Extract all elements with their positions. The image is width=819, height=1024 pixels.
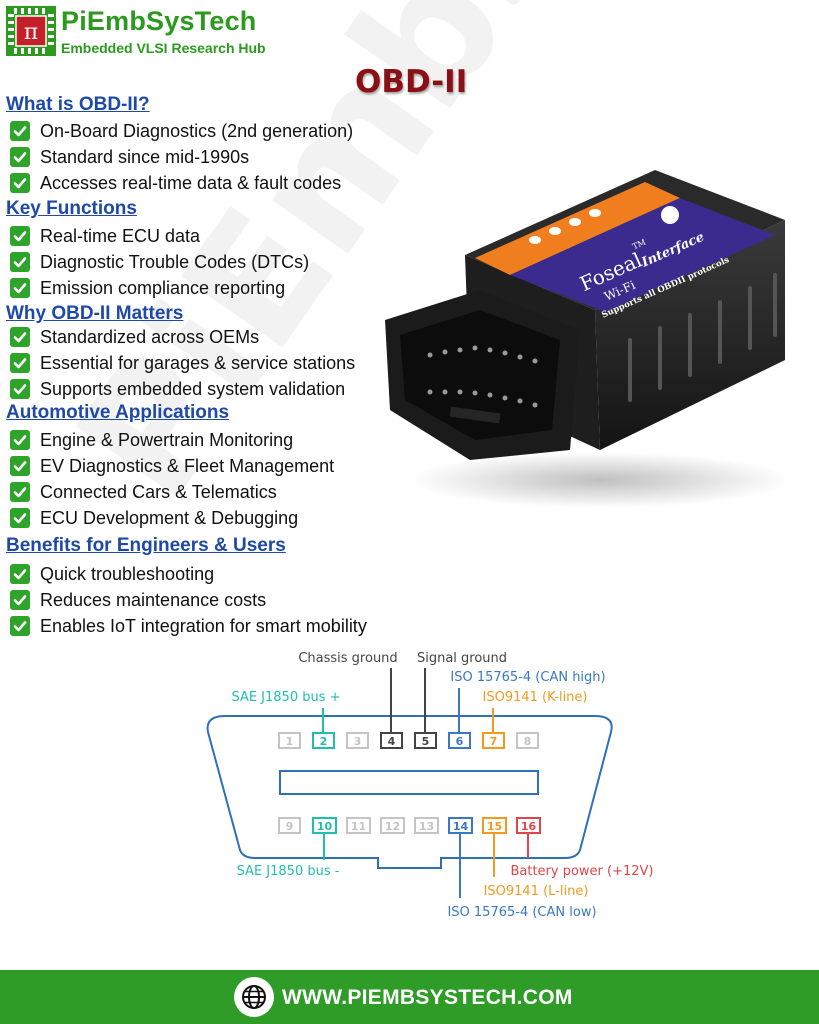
pin-13 [414,817,439,834]
chip-logo-icon: π [6,6,56,56]
check-icon [10,508,30,528]
pin-5-label: 5 [422,735,430,748]
section-heading-why-matters: Why OBD-II Matters [6,303,184,324]
check-icon [10,173,30,193]
list-item: ECU Development & Debugging [10,507,298,529]
list-item-text: Accesses real-time data & fault codes [40,172,342,193]
label-can-high: ISO 15765-4 (CAN high) [450,670,605,685]
label-k-line: ISO9141 (K-line) [483,690,588,705]
pin-9 [278,817,301,834]
pin-11-label: 11 [351,820,366,833]
pin-4-label: 4 [388,735,396,748]
check-icon [10,616,30,636]
check-icon [10,379,30,399]
label-j1850-minus: SAE J1850 bus - [237,864,340,879]
obd-pinout-diagram: 1 2 3 4 5 6 7 8 9 10 11 12 13 14 15 16 [206,651,654,920]
list-item-text: Engine & Powertrain Monitoring [40,429,294,450]
list-item-text: Standard since mid-1990s [40,146,250,167]
check-icon [10,252,30,272]
label-can-low: ISO 15765-4 (CAN low) [447,905,596,920]
connector-outline [206,715,613,869]
list-item-text: Quick troubleshooting [40,563,215,584]
list-item: Diagnostic Trouble Codes (DTCs) [10,251,309,273]
check-icon [10,590,30,610]
list-item-text: Standardized across OEMs [40,326,260,347]
list-item-text: Diagnostic Trouble Codes (DTCs) [40,251,310,272]
list-item: Quick troubleshooting [10,563,214,585]
pin-15-label: 15 [487,820,502,833]
list-item: Real-time ECU data [10,225,200,247]
pin-7-label: 7 [490,735,498,748]
list-item-text: Essential for garages & service stations [40,352,356,373]
list-item: Supports embedded system validation [10,378,345,400]
pin-12 [380,817,405,834]
pin-13-label: 13 [419,820,434,833]
website-url[interactable]: WWW.PIEMBSYSTECH.COM [282,986,573,1009]
brand-tagline: Embedded VLSI Research Hub [61,40,266,56]
check-icon [10,430,30,450]
pin-12-label: 12 [385,820,400,833]
pin-3 [346,732,369,749]
list-item: Connected Cars & Telematics [10,481,277,503]
check-icon [10,147,30,167]
check-icon [10,327,30,347]
section-heading-benefits: Benefits for Engineers & Users [6,535,286,556]
brand-name: PiEmbSysTech [61,6,257,36]
obd-scanner-image: Foseal TM Interface Wi-Fi Supports all O… [385,170,790,508]
list-item-text: Connected Cars & Telematics [40,481,277,502]
pin-3-label: 3 [354,735,362,748]
logo-symbol: π [24,20,38,45]
list-item-text: Supports embedded system validation [40,378,346,399]
list-item: Accesses real-time data & fault codes [10,172,341,194]
label-l-line: ISO9141 (L-line) [484,884,589,899]
connector-slot [279,770,539,795]
list-item: Essential for garages & service stations [10,352,355,374]
list-item-text: Real-time ECU data [40,225,201,246]
pin-1 [278,732,301,749]
list-item: EV Diagnostics & Fleet Management [10,455,334,477]
pin-6-label: 6 [456,735,464,748]
list-item-text: Emission compliance reporting [40,277,286,298]
globe-icon [234,977,274,1017]
check-icon [10,121,30,141]
check-icon [10,482,30,502]
pin-10-label: 10 [317,820,333,833]
list-item-text: EV Diagnostics & Fleet Management [40,455,335,476]
page-title: OBD-II [355,64,468,100]
pin-8-label: 8 [524,735,532,748]
label-j1850-plus: SAE J1850 bus + [231,690,340,705]
section-heading-applications: Automotive Applications [6,402,230,423]
list-item: Standardized across OEMs [10,326,259,348]
list-item: Engine & Powertrain Monitoring [10,429,293,451]
check-icon [10,226,30,246]
list-item: Reduces maintenance costs [10,589,266,611]
list-item: On-Board Diagnostics (2nd generation) [10,120,353,142]
footer-bar [0,970,819,1024]
list-item: Standard since mid-1990s [10,146,249,168]
pin-2-label: 2 [320,735,328,748]
list-item-text: On-Board Diagnostics (2nd generation) [40,120,354,141]
list-item-text: ECU Development & Debugging [40,507,299,528]
check-icon [10,564,30,584]
list-item: Emission compliance reporting [10,277,285,299]
section-heading-what-is: What is OBD-II? [6,94,150,115]
pin-16-label: 16 [521,820,537,833]
check-icon [10,278,30,298]
label-battery: Battery power (+12V) [510,864,653,879]
label-signal-ground: Signal ground [417,651,507,666]
pin-8 [516,732,539,749]
pin-11 [346,817,371,834]
check-icon [10,353,30,373]
pin-1-label: 1 [286,735,294,748]
list-item: Enables IoT integration for smart mobili… [10,615,367,637]
pin-9-label: 9 [286,820,294,833]
check-icon [10,456,30,476]
label-chassis-ground: Chassis ground [298,651,397,666]
section-heading-key-functions: Key Functions [6,198,137,219]
pin-14-label: 14 [453,820,469,833]
list-item-text: Reduces maintenance costs [40,589,267,610]
list-item-text: Enables IoT integration for smart mobili… [40,615,367,636]
